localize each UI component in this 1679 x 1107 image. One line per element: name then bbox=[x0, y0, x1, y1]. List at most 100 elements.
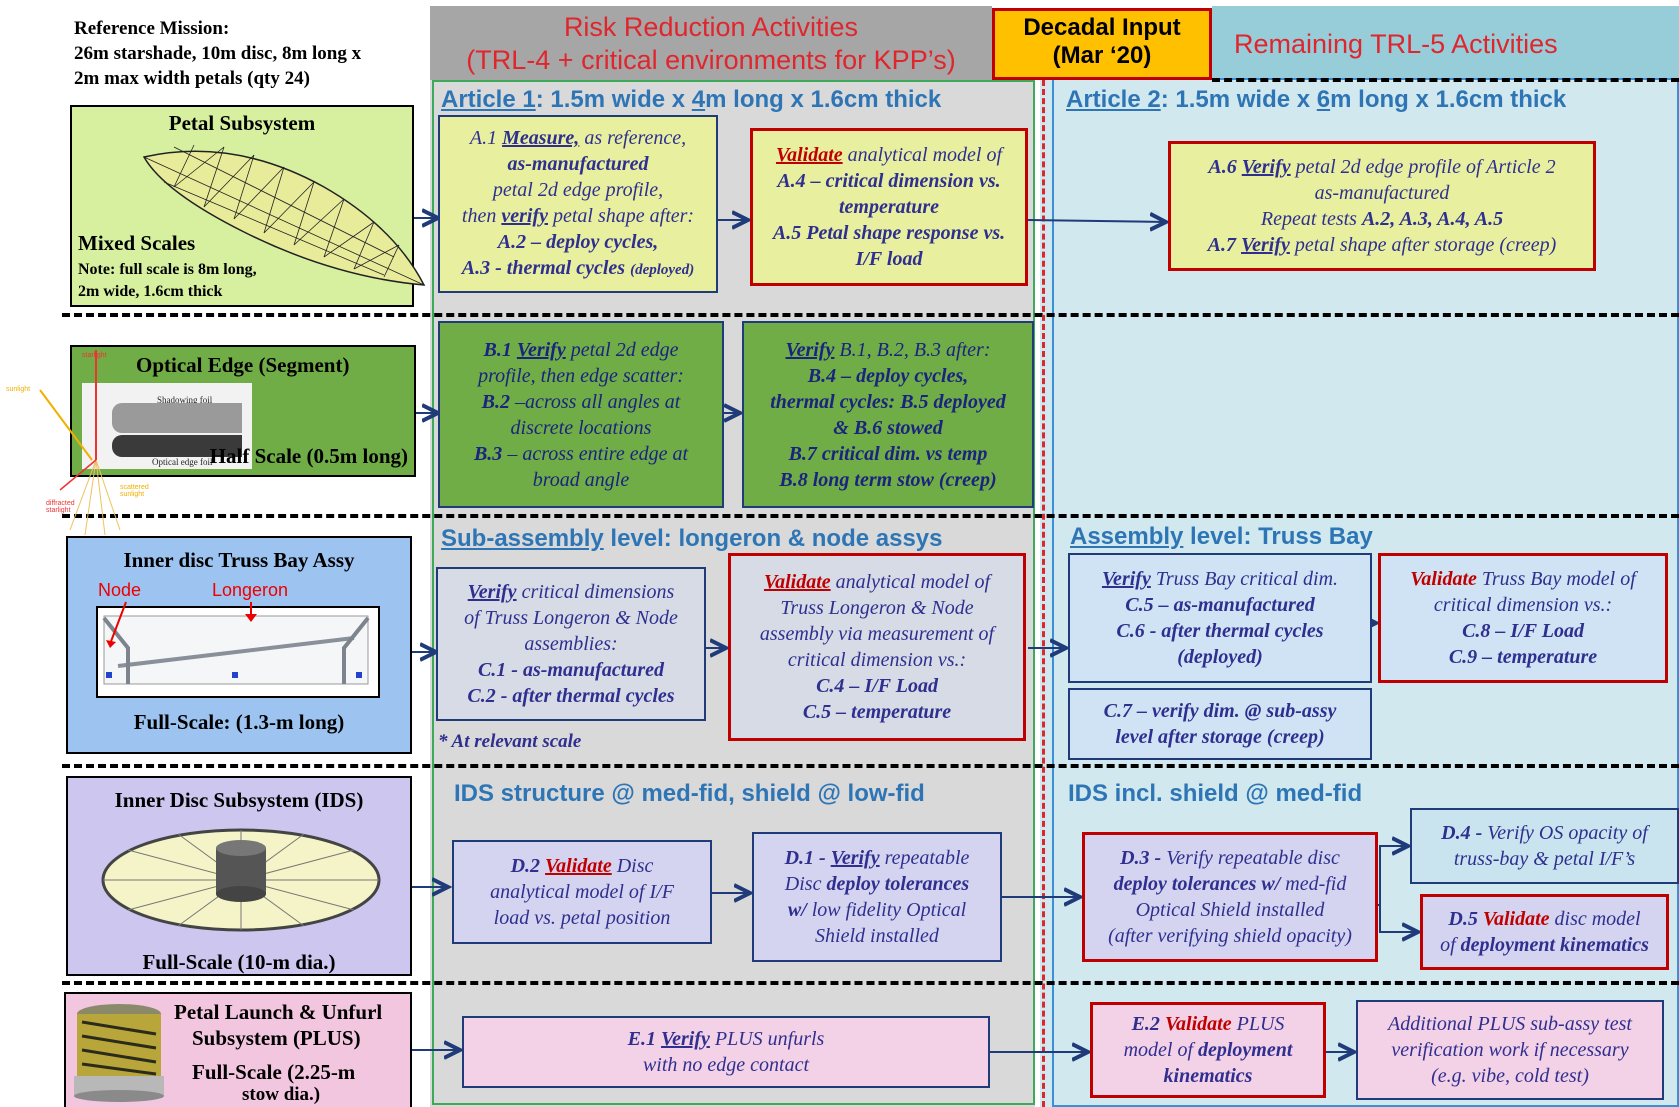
assembly-title: Assembly level: Truss Bay bbox=[1070, 523, 1373, 551]
optical-edge-panel: Optical Edge (Segment) Shadowing foil Op… bbox=[70, 345, 416, 477]
article1-title-u2: 4 bbox=[691, 86, 706, 113]
c-line3: assemblies: bbox=[524, 633, 618, 655]
b3-line1: B.3 – across entire edge at bbox=[473, 442, 689, 465]
scattered-label: scattered sunlight bbox=[120, 484, 149, 498]
plus-title-line1: Petal Launch & Unfurl bbox=[174, 1000, 383, 1024]
plus-scale-line2: stow dia.) bbox=[242, 1084, 321, 1105]
subassembly-title-u: Sub-assembly bbox=[441, 525, 604, 552]
truss-bay-panel: Inner disc Truss Bay Assy Node Longeron … bbox=[66, 536, 412, 754]
cv-line4: critical dimension vs.: bbox=[787, 649, 967, 671]
c8-line: C.8 – I/F Load bbox=[1462, 620, 1584, 642]
row-divider-de bbox=[62, 981, 1679, 985]
c4-line: C.4 – I/F Load bbox=[816, 675, 938, 697]
reference-mission-line2: 2m max width petals (qty 24) bbox=[74, 68, 310, 89]
decadal-input-badge: Decadal Input (Mar ‘20) bbox=[992, 8, 1212, 80]
plus-stowed-image bbox=[74, 1004, 164, 1102]
a4-validate-line: Validate analytical model of bbox=[775, 144, 1003, 166]
cv-line2: Truss Longeron & Node bbox=[780, 597, 974, 619]
a7-line: A.7 Verify petal shape after storage (cr… bbox=[1207, 234, 1557, 256]
row-divider-ab bbox=[62, 313, 1679, 317]
article1-title-u: Article 1 bbox=[441, 86, 536, 113]
d5-line1: D.5 Validate disc model bbox=[1448, 908, 1641, 930]
d5-line2: of deployment kinematics bbox=[1440, 934, 1649, 956]
truss-bay-scale: Full-Scale: (1.3-m long) bbox=[133, 710, 345, 734]
optical-edge-scale: Half Scale (0.5m long) bbox=[209, 444, 408, 468]
reference-mission-line1: 26m starshade, 10m disc, 8m long x bbox=[74, 43, 362, 64]
optical-edge-foil-label: Optical edge foil bbox=[152, 457, 213, 467]
plus-panel: Petal Launch & Unfurl Subsystem (PLUS) F… bbox=[64, 992, 412, 1107]
subassembly-title-rest: level: longeron & node assys bbox=[603, 525, 943, 552]
a6-line3: Repeat tests A.2, A.3, A.4, A.5 bbox=[1260, 208, 1504, 230]
task-e1: E.1 Verify PLUS unfurls with no edge con… bbox=[462, 1016, 990, 1088]
plus-title-line2: Subsystem (PLUS) bbox=[192, 1026, 361, 1050]
longeron-label: Longeron bbox=[212, 580, 289, 600]
article1-title: Article 1: 1.5m wide x 4m long x 1.6cm t… bbox=[441, 86, 941, 114]
starlight-label: starlight bbox=[82, 352, 107, 359]
cv-line3: assembly via measurement of bbox=[759, 623, 995, 645]
decadal-line2: (Mar ‘20) bbox=[1052, 42, 1152, 69]
risk-header-line2: (TRL-4 + critical environments for KPP’s… bbox=[466, 45, 956, 75]
task-a6-a7: A.6 Verify petal 2d edge profile of Arti… bbox=[1168, 141, 1596, 271]
article2-title-u: Article 2 bbox=[1066, 86, 1161, 113]
petal-subsystem-panel: Petal Subsystem Mixed Scales Note: full … bbox=[70, 105, 426, 307]
article1-title-rest2: m long x 1.6cm thick bbox=[705, 86, 942, 113]
shadowing-foil-label: Shadowing foil bbox=[157, 395, 213, 405]
article2-title-u2: 6 bbox=[1316, 86, 1331, 113]
tb-c5-line: C.5 – as-manufactured bbox=[1125, 594, 1315, 616]
risk-column-outline bbox=[432, 80, 1035, 1105]
a1-line2: as-manufactured bbox=[507, 153, 649, 175]
subassembly-title: Sub-assembly level: longeron & node assy… bbox=[441, 525, 943, 553]
d3-line3: Optical Shield installed bbox=[1135, 899, 1325, 921]
optical-edge-image: Shadowing foil Optical edge foil bbox=[82, 383, 252, 469]
decadal-line1: Decadal Input bbox=[1023, 14, 1181, 41]
task-c4-c5: Validate analytical model of Truss Longe… bbox=[728, 553, 1026, 741]
plus-scale-line1: Full-Scale (2.25-m bbox=[192, 1060, 356, 1084]
add-line3: (e.g. vibe, cold test) bbox=[1431, 1065, 1589, 1087]
article2-title-rest: : 1.5m wide x bbox=[1160, 86, 1317, 113]
reference-mission: Reference Mission: 26m starshade, 10m di… bbox=[74, 16, 414, 91]
header-divider bbox=[1212, 78, 1679, 82]
d1-line1: D.1 - Verify repeatable bbox=[784, 847, 970, 869]
task-c1-c2: Verify critical dimensions of Truss Long… bbox=[436, 567, 706, 721]
task-d2: D.2 Validate Disc analytical model of I/… bbox=[452, 840, 712, 944]
tb-c6-line2: (deployed) bbox=[1177, 646, 1263, 668]
a5-line2: I/F load bbox=[855, 248, 923, 270]
add-line2: verification work if necessary bbox=[1391, 1039, 1629, 1061]
c-verify-line: Verify critical dimensions bbox=[467, 581, 675, 603]
a5-line: A.5 Petal shape response vs. bbox=[772, 222, 1006, 244]
b2-line1: B.2 –across all angles at bbox=[481, 390, 681, 413]
decadal-divider-line bbox=[1042, 80, 1045, 1107]
a1-line4: then verify petal shape after: bbox=[461, 205, 695, 227]
c5-line: C.5 – temperature bbox=[802, 701, 952, 723]
b2-line2: discrete locations bbox=[510, 416, 652, 439]
ids-title: Inner Disc Subsystem (IDS) bbox=[114, 788, 364, 812]
d1-line2: Disc deploy tolerances bbox=[784, 873, 970, 895]
article2-title-rest2: m long x 1.6cm thick bbox=[1330, 86, 1567, 113]
b1-line1: B.1 Verify petal 2d edge bbox=[483, 338, 679, 361]
article1-title-rest: : 1.5m wide x bbox=[535, 86, 692, 113]
c2-line: C.2 - after thermal cycles bbox=[467, 685, 675, 707]
node-arrow-icon bbox=[106, 601, 127, 648]
d4-line1: D.4 - Verify OS opacity of bbox=[1441, 822, 1648, 844]
d4-line2: truss-bay & petal I/F’s bbox=[1453, 848, 1636, 870]
task-d5: D.5 Validate disc model of deployment ki… bbox=[1420, 894, 1669, 970]
add-line1: Additional PLUS sub-assy test bbox=[1388, 1013, 1632, 1035]
d3-line1: D.3 - Verify repeatable disc bbox=[1120, 847, 1340, 869]
task-additional-plus: Additional PLUS sub-assy test verificati… bbox=[1356, 1000, 1664, 1100]
b4-line: B.4 – deploy cycles, bbox=[807, 364, 969, 387]
assembly-title-rest: level: Truss Bay bbox=[1183, 523, 1373, 550]
petal-note-line2: 2m wide, 1.6cm thick bbox=[78, 283, 223, 300]
ids-disc-image bbox=[101, 828, 381, 932]
b-verify-line: Verify B.1, B.2, B.3 after: bbox=[785, 338, 991, 361]
assembly-title-u: Assembly bbox=[1070, 523, 1184, 550]
petal-scale-label: Mixed Scales bbox=[78, 231, 196, 255]
d1-line3: w/ low fidelity Optical bbox=[787, 899, 967, 921]
d2-line2: analytical model of I/F bbox=[490, 881, 674, 903]
node-label: Node bbox=[98, 580, 142, 600]
truss-bay-title: Inner disc Truss Bay Assy bbox=[123, 548, 355, 572]
article2-title: Article 2: 1.5m wide x 6m long x 1.6cm t… bbox=[1066, 86, 1566, 114]
d2-line3: load vs. petal position bbox=[493, 907, 671, 929]
ids-right-title: IDS incl. shield @ med-fid bbox=[1068, 780, 1363, 807]
e2-line1: E.2 Validate PLUS bbox=[1131, 1013, 1285, 1035]
b8-line: B.8 long term stow (creep) bbox=[779, 468, 997, 491]
